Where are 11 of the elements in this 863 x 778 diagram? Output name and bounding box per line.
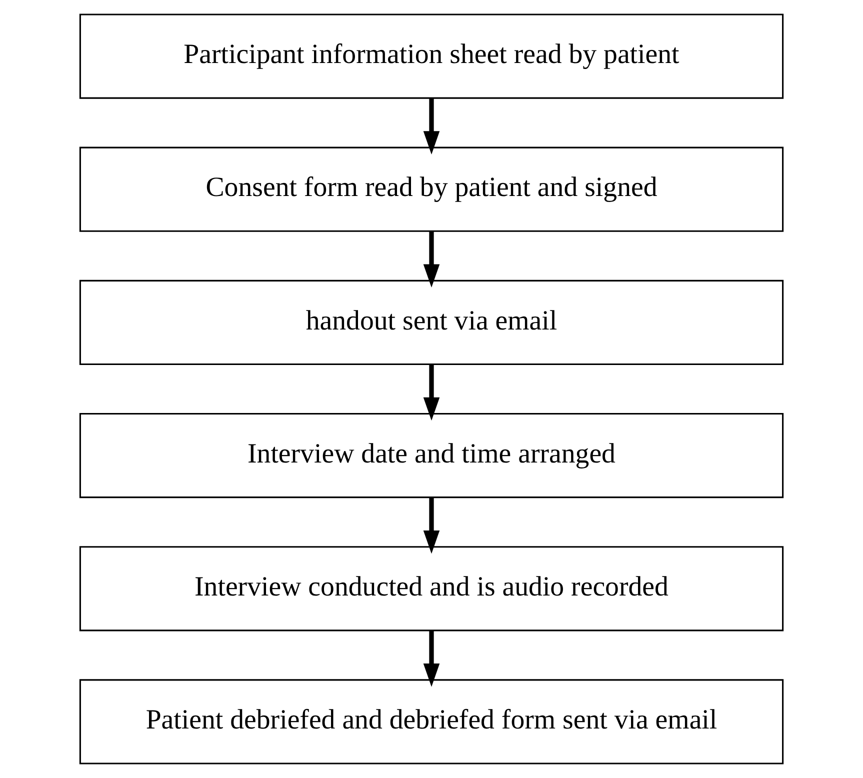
node-box: Participant information sheet read by patient [79, 14, 784, 99]
node-box: handout sent via email [79, 280, 784, 366]
node-box: Interview date and time arranged [79, 412, 784, 498]
arrow [423, 98, 440, 154]
arrow [423, 498, 440, 554]
arrow [423, 231, 440, 288]
arrow [423, 364, 440, 421]
node-box: Consent form read by patient and signed [79, 146, 784, 232]
arrow [423, 630, 440, 687]
node-box: Interview conducted and is audio recorded [79, 546, 784, 632]
node-box: Patient debriefed and debriefed form sent via email [79, 679, 784, 764]
